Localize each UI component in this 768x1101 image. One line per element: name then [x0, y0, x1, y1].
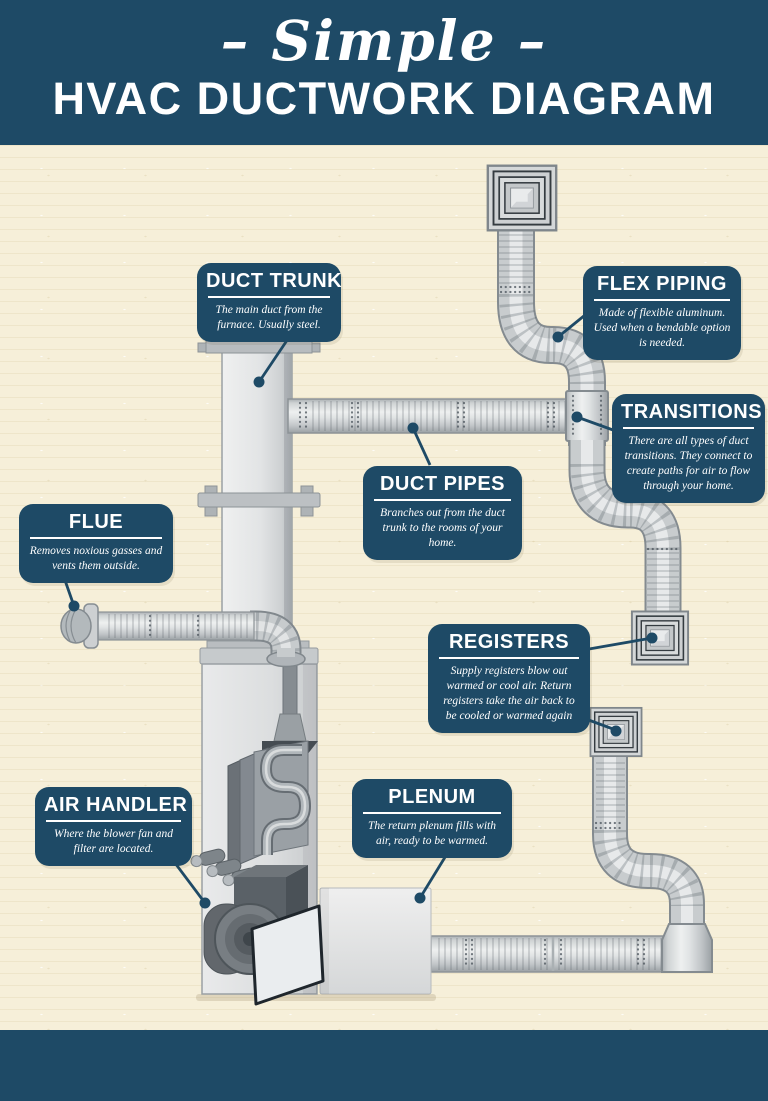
plenum-illustration — [319, 887, 432, 995]
page-title: HVAC DUCTWORK DIAGRAM — [52, 72, 716, 124]
callout-divider — [439, 657, 579, 659]
callout-title: DUCT TRUNK — [206, 270, 343, 292]
callout-description: Removes noxious gasses and vents them ou… — [29, 545, 163, 572]
callout-divider — [374, 499, 511, 501]
callout-flue: FLUE Removes noxious gasses and vents th… — [19, 504, 173, 583]
return-duct-illustration — [430, 923, 713, 973]
callout-divider — [363, 812, 501, 814]
callout-description: There are all types of duct transitions.… — [624, 435, 753, 492]
duct-pipe-illustration — [287, 398, 575, 434]
callout-title: REGISTERS — [448, 631, 570, 653]
callout-divider — [208, 296, 330, 298]
callout-divider — [623, 427, 754, 429]
callout-title: TRANSITIONS — [621, 401, 763, 423]
callout-divider — [46, 820, 181, 822]
floor-shadow — [196, 994, 436, 1001]
leader-line-duct-pipes — [411, 427, 432, 466]
footer-bar — [0, 1030, 768, 1101]
leader-line-transitions — [576, 415, 614, 432]
flex-piping-illustration — [497, 226, 606, 446]
callout-description: The main duct from the furnace. Usually … — [215, 304, 323, 331]
flue-illustration — [60, 603, 306, 668]
callout-title: PLENUM — [388, 786, 476, 808]
callout-transitions: TRANSITIONS There are all types of duct … — [612, 394, 765, 503]
callout-plenum: PLENUM The return plenum fills with air,… — [352, 779, 512, 858]
callout-description: The return plenum fills with air, ready … — [368, 820, 496, 847]
access-panel — [250, 904, 325, 1006]
callout-title: FLUE — [68, 511, 124, 533]
callout-duct-pipes: DUCT PIPES Branches out from the duct tr… — [363, 466, 522, 560]
duct-trunk-illustration — [197, 340, 321, 656]
callout-description: Branches out from the duct trunk to the … — [380, 507, 505, 549]
callout-registers: REGISTERS Supply registers blow out warm… — [428, 624, 590, 733]
supply-register-top-illustration — [486, 164, 558, 232]
callout-title: AIR HANDLER — [44, 794, 188, 816]
callout-duct-trunk: DUCT TRUNK The main duct from the furnac… — [197, 263, 343, 342]
callout-description: Supply registers blow out warmed or cool… — [443, 665, 575, 722]
return-run-illustration — [592, 752, 705, 932]
callout-flex-piping: FLEX PIPING Made of flexible aluminum. U… — [583, 266, 741, 360]
air-handler-illustration — [190, 640, 325, 1006]
leader-line-registers-supply — [588, 636, 653, 651]
header-subtitle: – Simple – — [220, 8, 548, 73]
header: – Simple – HVAC DUCTWORK DIAGRAM — [0, 0, 768, 145]
supply-register-right-illustration — [630, 610, 690, 666]
callout-description: Where the blower fan and filter are loca… — [53, 828, 174, 855]
transitions-run-illustration — [568, 440, 682, 616]
callout-air-handler: AIR HANDLER Where the blower fan and fil… — [35, 787, 192, 866]
callout-title: FLEX PIPING — [597, 273, 727, 295]
callout-divider — [594, 299, 730, 301]
callout-description: Made of flexible aluminum. Used when a b… — [593, 307, 731, 349]
callout-title: DUCT PIPES — [379, 473, 506, 495]
callout-divider — [30, 537, 162, 539]
